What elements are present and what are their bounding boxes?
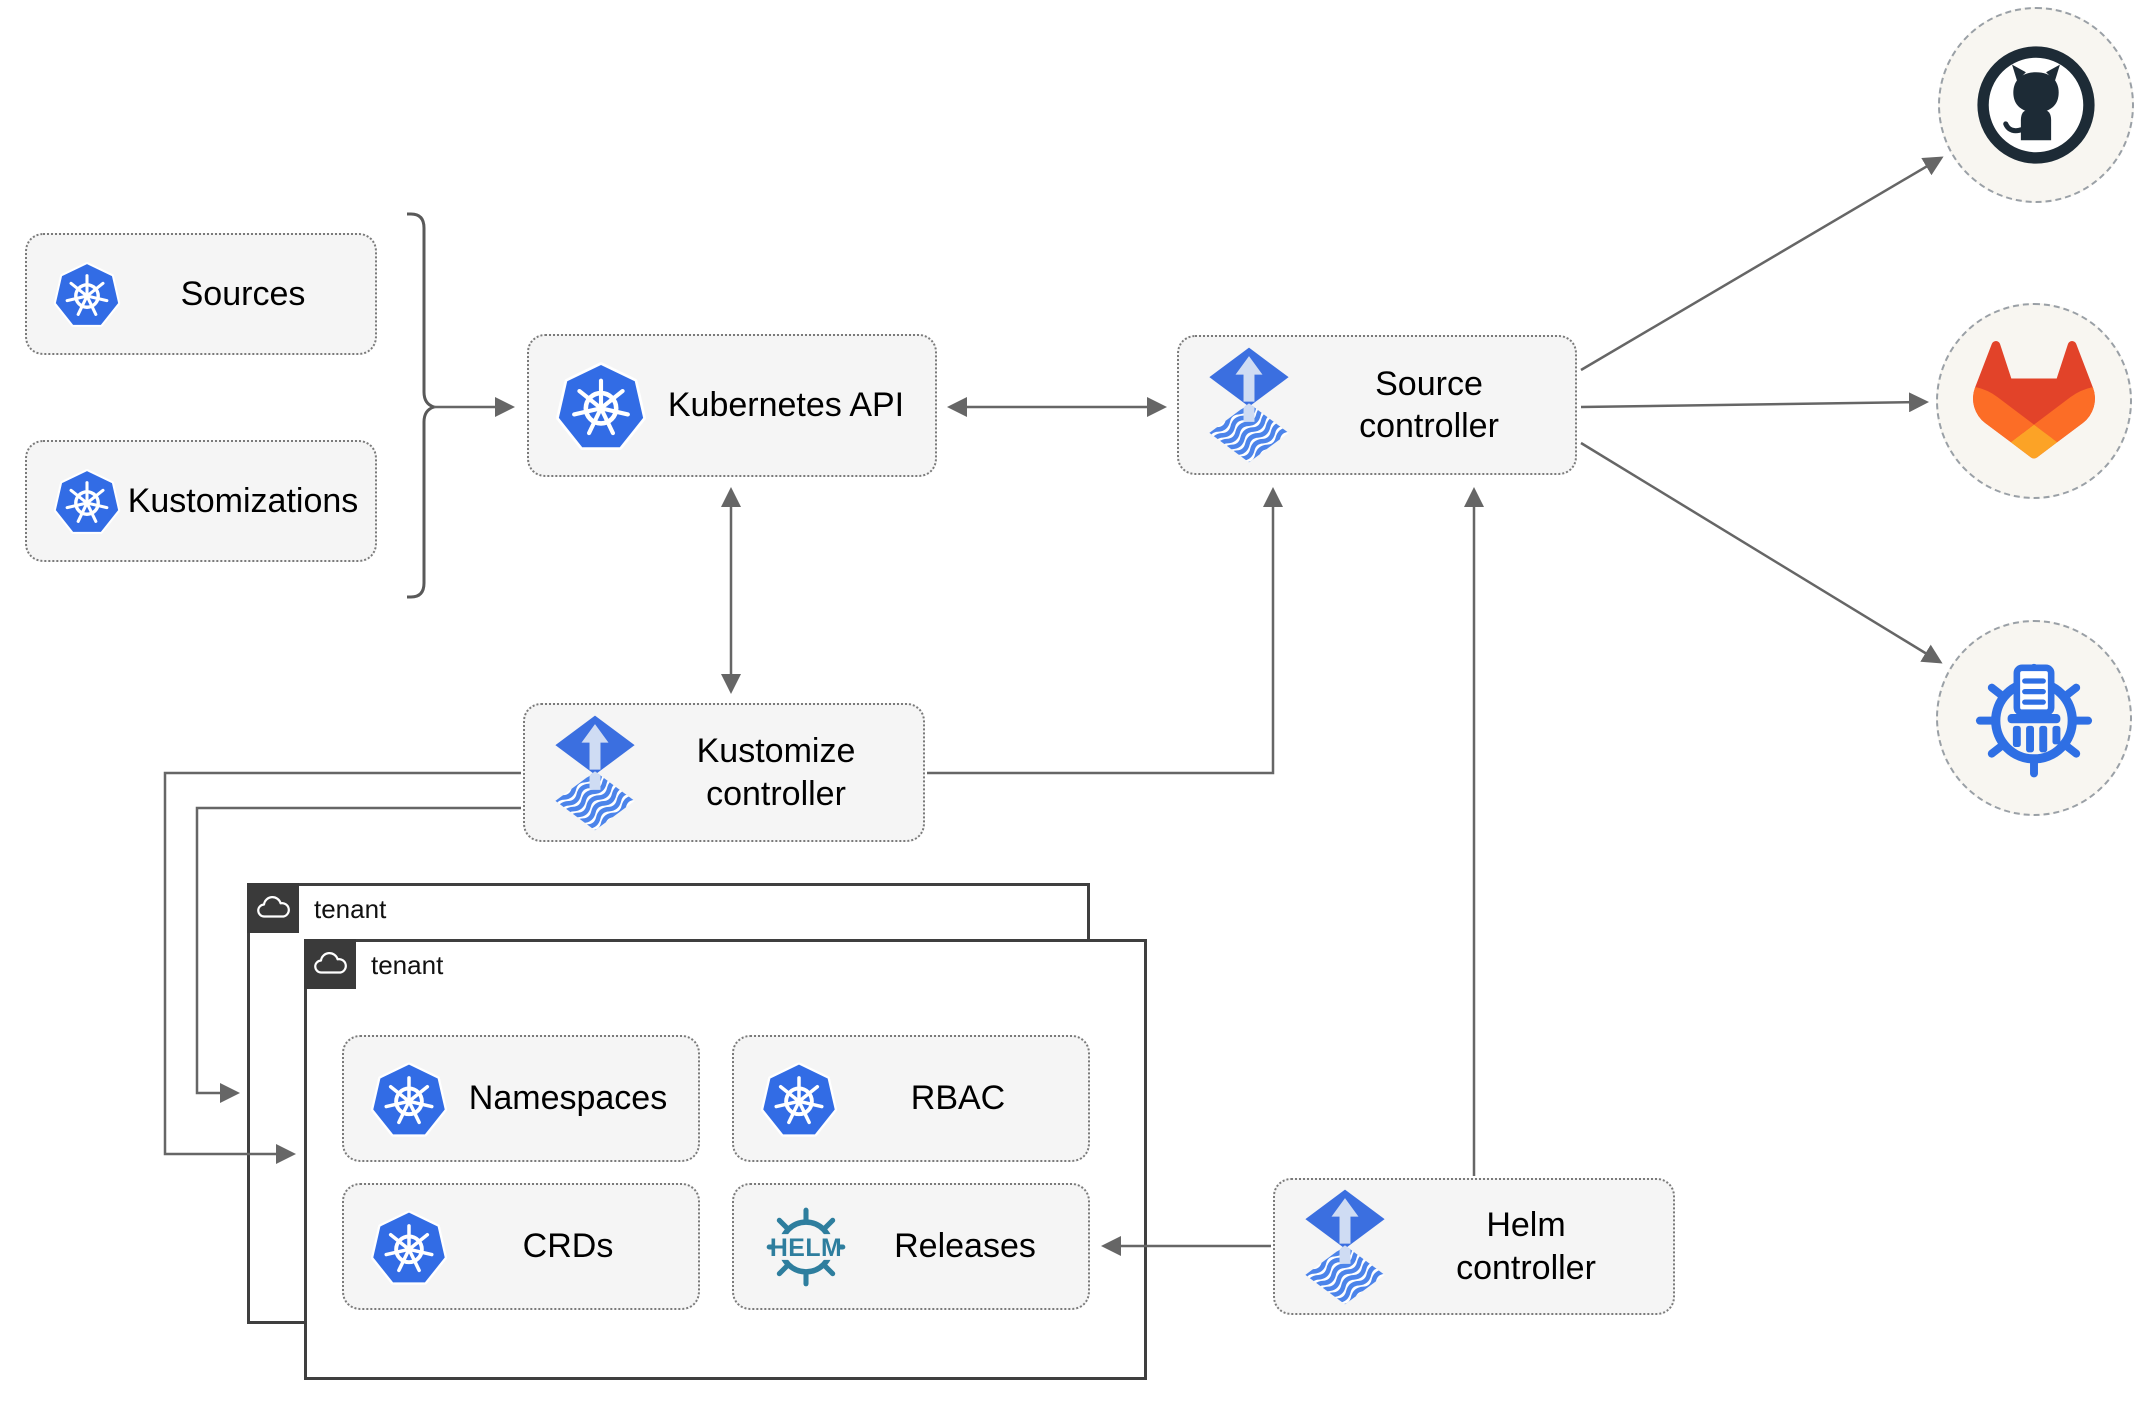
- github-icon: [1973, 42, 2099, 168]
- node-label: Kustomize controller: [696, 732, 856, 813]
- helm-icon: HELM: [760, 1201, 852, 1293]
- kubernetes-icon: [555, 358, 647, 453]
- node-label: Source controller: [1359, 364, 1499, 446]
- node-label: Kustomizations: [127, 481, 359, 520]
- registry-endpoint: [1936, 620, 2132, 816]
- node-label: RBAC: [910, 1079, 1006, 1118]
- node-namespaces: Namespaces: [342, 1035, 700, 1162]
- container-registry-icon: [1968, 652, 2100, 784]
- edge-source-to-registry: [1580, 441, 1943, 664]
- node-source-controller: Source controller: [1177, 335, 1577, 475]
- gitlab-endpoint: [1936, 303, 2132, 499]
- tenant-header-tab: [304, 939, 356, 989]
- gitlab-icon: [1961, 335, 2107, 467]
- node-label: Helm controller: [1456, 1206, 1596, 1287]
- cloud-icon: [312, 951, 348, 977]
- node-kustomizations: Kustomizations: [25, 440, 377, 562]
- node-label: CRDs: [522, 1227, 614, 1266]
- svg-text:HELM: HELM: [770, 1235, 842, 1262]
- node-kustomize-controller: Kustomize controller: [523, 703, 925, 842]
- flux-icon: [551, 714, 639, 832]
- node-kubernetes-api: Kubernetes API: [527, 334, 937, 477]
- node-crds: CRDs: [342, 1183, 700, 1310]
- kubernetes-icon: [370, 1059, 448, 1139]
- node-label: Releases: [894, 1227, 1036, 1266]
- kubernetes-icon: [760, 1059, 838, 1139]
- tenant-label: tenant: [371, 950, 444, 980]
- flux-icon: [1205, 346, 1293, 464]
- edge-source-to-gitlab: [1580, 392, 1929, 413]
- github-endpoint: [1938, 7, 2134, 203]
- flux-icon: [1301, 1188, 1389, 1306]
- node-sources: Sources: [25, 233, 377, 355]
- node-label: Namespaces: [468, 1079, 668, 1118]
- node-label: Sources: [180, 274, 306, 313]
- kubernetes-icon: [370, 1207, 448, 1287]
- node-rbac: RBAC: [732, 1035, 1090, 1162]
- tenant-label: tenant: [314, 894, 387, 924]
- cloud-icon: [255, 895, 291, 921]
- kubernetes-icon: [53, 466, 121, 536]
- edge-source-to-github: [1580, 156, 1944, 372]
- node-helm-controller: Helm controller: [1273, 1178, 1675, 1315]
- kubernetes-icon: [53, 259, 121, 329]
- group-bracket: [407, 212, 440, 599]
- node-label: Kubernetes API: [667, 386, 905, 425]
- edge-kustomize-to-source: [927, 487, 1283, 775]
- node-releases: HELM Releases: [732, 1183, 1090, 1310]
- tenant-header-tab: [247, 883, 299, 933]
